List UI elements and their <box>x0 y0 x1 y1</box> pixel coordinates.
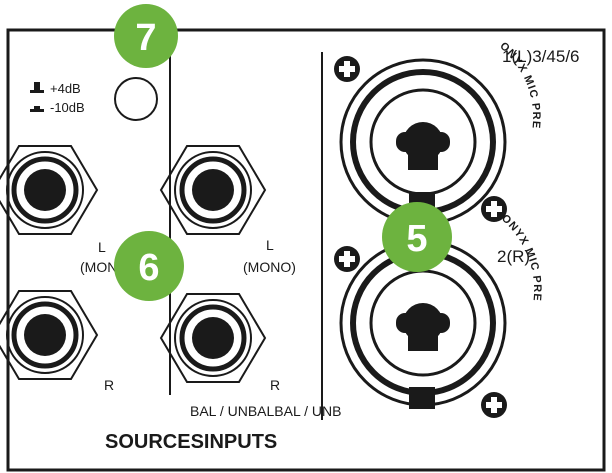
callout-badge: 6 <box>114 231 184 301</box>
mic-channel-bottom-label: 2(R) <box>497 247 530 266</box>
jack-left-l[interactable] <box>0 145 99 235</box>
callout-badge-circle <box>114 4 178 68</box>
middle-jack-l-label: L <box>266 237 274 253</box>
jack-middle-r[interactable] <box>159 293 267 383</box>
level-switch-button[interactable] <box>114 77 158 121</box>
level-switch-legend: +4dB -10dB <box>30 81 85 115</box>
callout-number: 7 <box>135 17 156 59</box>
callout-badge: 7 <box>114 4 178 68</box>
switch-down-label: -10dB <box>50 100 85 115</box>
left-jack-l-label: L <box>98 239 106 255</box>
bal-unbal-label: BAL / UNBALBAL / UNB <box>190 403 341 419</box>
left-jack-r-label: R <box>104 377 114 393</box>
screw-icon <box>481 196 507 222</box>
panel-frame <box>6 28 606 472</box>
mic-channel-top-label: 1(L)3/45/6 <box>502 47 580 66</box>
combo-jack-bottom-latch[interactable] <box>409 387 435 409</box>
screw-icon <box>481 392 507 418</box>
switch-up-label: +4dB <box>50 81 81 96</box>
section-title: SOURCESINPUTS <box>105 431 277 453</box>
callout-badge-circle <box>382 202 452 272</box>
left-jack-mono-label: (MON <box>80 259 117 275</box>
switch-down-icon <box>34 106 40 110</box>
screw-icon <box>334 56 360 82</box>
jack-left-r[interactable] <box>0 290 99 380</box>
jack-middle-l[interactable] <box>159 145 267 235</box>
callout-badge-circle <box>114 231 184 301</box>
middle-jack-mono-label: (MONO) <box>243 259 296 275</box>
combo-jack-top[interactable] <box>339 58 507 226</box>
switch-up-icon <box>34 82 40 91</box>
screw-icon <box>334 246 360 272</box>
middle-jack-r-label: R <box>270 377 280 393</box>
callout-number: 6 <box>138 247 159 289</box>
callout-badge: 5 <box>382 202 452 272</box>
callout-number: 5 <box>406 218 427 260</box>
